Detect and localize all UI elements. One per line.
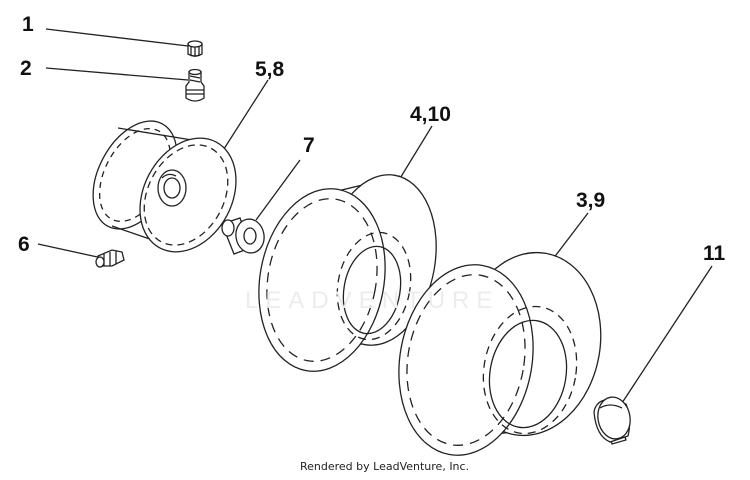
grease-fitting-part — [95, 249, 125, 268]
callout-label-11: 11 — [703, 242, 726, 265]
leader-line-6 — [37, 243, 103, 259]
callout-label-4-10: 4,10 — [410, 103, 451, 126]
leader-line-2 — [45, 67, 189, 81]
valve-cap-part — [187, 40, 203, 57]
leader-line-5-8 — [221, 79, 269, 153]
leader-line-11 — [619, 265, 713, 407]
render-credit: Rendered by LeadVenture, Inc. — [300, 460, 470, 473]
callout-label-5-8: 5,8 — [255, 58, 285, 81]
front-tire-part — [258, 174, 437, 372]
callout-label-6: 6 — [18, 233, 30, 256]
callout-label-7: 7 — [303, 134, 315, 157]
rear-tire-part — [398, 251, 602, 456]
sleeve-part — [593, 396, 631, 445]
rim-part — [92, 120, 237, 253]
callout-label-1: 1 — [22, 13, 34, 36]
valve-stem-part — [185, 68, 205, 102]
watermark-text: LEADVENTURE — [245, 287, 500, 314]
leader-line-1 — [45, 28, 189, 47]
leader-lines — [37, 28, 713, 407]
callout-label-2: 2 — [20, 57, 32, 80]
bushing-part — [221, 217, 265, 255]
callout-label-3-9: 3,9 — [576, 189, 606, 212]
leader-line-7 — [255, 159, 301, 221]
